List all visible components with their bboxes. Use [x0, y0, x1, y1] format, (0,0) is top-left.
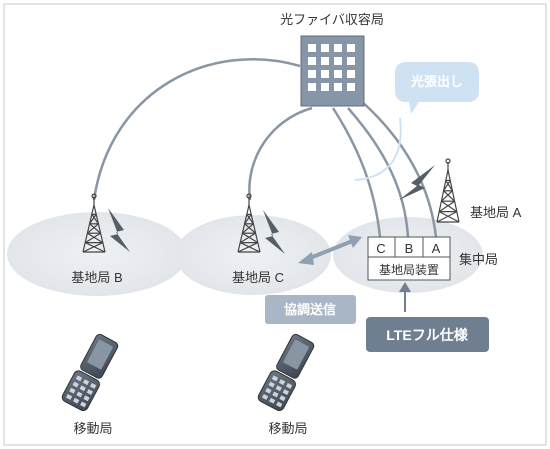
lightning-icon	[263, 210, 285, 254]
mobile-phone-icon	[257, 333, 315, 412]
mobile-phone-icon	[61, 333, 119, 412]
callout-arc	[354, 117, 402, 181]
device-slot-c: C	[376, 241, 385, 256]
lte-spec-label: LTEフル仕様	[386, 327, 468, 343]
lightning-icon	[399, 165, 435, 200]
fiber-to-b	[92, 58, 301, 201]
lte-connector-arrow	[399, 282, 411, 292]
device-label: 基地局装置	[379, 263, 439, 277]
cell-c	[175, 215, 331, 295]
mobile-right-label: 移動局	[268, 421, 307, 436]
mobile-left-label: 移動局	[73, 421, 112, 436]
base-station-a-label: 基地局 A	[470, 205, 522, 220]
fiber-to-device-b	[347, 107, 410, 238]
title-label: 光ファイバ収容局	[280, 12, 384, 27]
base-station-b-label: 基地局 B	[71, 270, 122, 285]
coordinated-tx-badge	[265, 295, 356, 324]
base-station-device	[367, 236, 451, 281]
fiber-to-device-a	[359, 99, 438, 238]
double-arrow-icon	[298, 235, 362, 265]
base-station-c-label: 基地局 C	[232, 270, 284, 285]
antenna-tower-icon	[436, 158, 460, 223]
callout-fiber-label: 光張出し	[410, 74, 463, 89]
fiber-lines	[92, 58, 438, 238]
central-station-label: 集中局	[459, 252, 498, 267]
antenna-tower-icon	[82, 193, 106, 253]
outer-frame	[3, 3, 547, 446]
fiber-to-c	[248, 106, 313, 201]
fiber-building-icon	[300, 35, 365, 107]
callout-fiber	[395, 62, 479, 114]
coordinated-tx-label: 協調送信	[284, 302, 336, 317]
lightning-icon	[108, 208, 130, 252]
cell-b	[7, 212, 187, 296]
lte-spec-badge	[366, 317, 489, 352]
device-slot-a: A	[432, 241, 441, 256]
device-slot-b: B	[405, 241, 414, 256]
antenna-tower-icon	[237, 193, 261, 253]
lightning-group	[108, 165, 435, 254]
fiber-to-device-c	[331, 107, 382, 238]
